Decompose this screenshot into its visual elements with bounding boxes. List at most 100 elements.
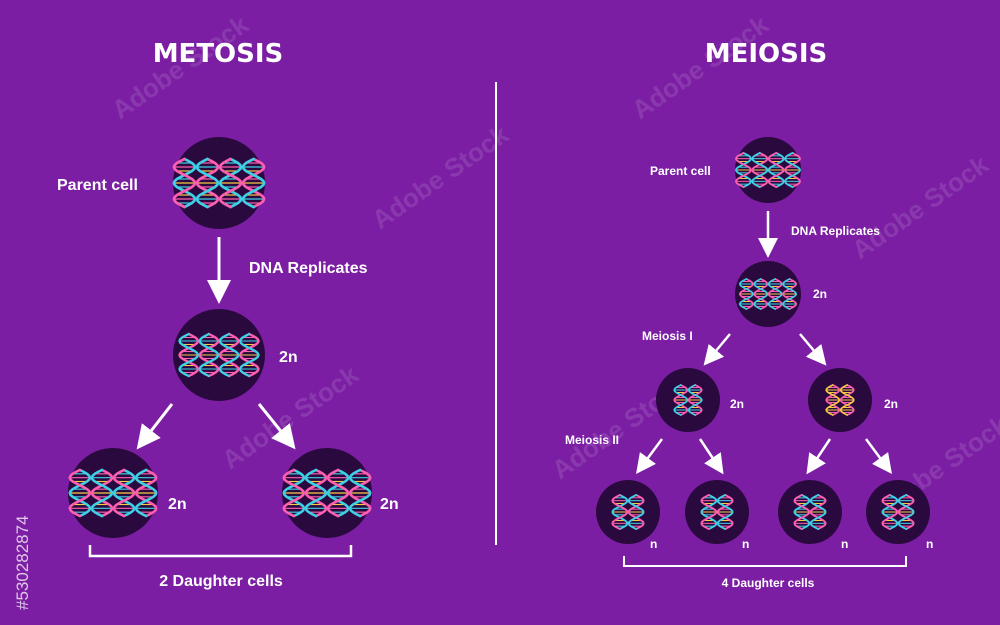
meiosis-stage1-cell-1 <box>656 368 720 432</box>
dna-backbone <box>134 468 158 518</box>
watermark-pattern: Adobe Stock Adobe Stock Adobe Stock Adob… <box>106 9 1000 525</box>
dna-backbone <box>767 152 785 188</box>
meiosis-stage2-arrow-1 <box>636 438 664 475</box>
dna-backbone <box>282 468 306 518</box>
meiosis-stage2-arrow-3 <box>806 438 832 475</box>
dna-backbone <box>687 384 703 416</box>
dna-backbone <box>238 332 260 378</box>
dna-backbone <box>238 332 260 378</box>
dna-replicated-icon <box>738 278 798 310</box>
dna-backbone <box>611 494 629 530</box>
dna-strands-icon <box>68 468 158 518</box>
meiosis-daughter-cell-1 <box>596 480 660 544</box>
dna-backbone <box>809 494 827 530</box>
mitosis-arrow-left <box>136 403 174 450</box>
dna-backbone <box>218 332 240 378</box>
meiosis-parent-label: Parent cell <box>650 164 711 178</box>
dna-backbone <box>716 494 734 530</box>
dna-backbone <box>753 278 769 310</box>
dna-strands-icon <box>734 152 802 188</box>
meiosis-daughters-label: 4 Daughter cells <box>722 576 815 590</box>
dna-backbone <box>839 384 855 416</box>
meiosis-daughter-cell-4 <box>866 480 930 544</box>
dna-backbone <box>218 157 243 209</box>
mitosis-parent-label: Parent cell <box>57 177 138 194</box>
meiosis-stage2-arrow-2 <box>698 438 724 475</box>
meiosis-daughter-ploidy-2: n <box>742 537 749 551</box>
dna-backbone <box>716 494 734 530</box>
mitosis-daughter-cell-1 <box>68 448 158 538</box>
dna-backbone <box>881 494 899 530</box>
meiosis-stage1-ploidy-2: 2n <box>884 397 898 411</box>
dna-backbone <box>751 152 769 188</box>
dna-backbone <box>881 494 899 530</box>
dna-replicated-icon <box>178 332 260 378</box>
dna-backbone <box>783 152 802 188</box>
dna-backbone <box>112 468 136 518</box>
dna-backbone <box>700 494 718 530</box>
stock-id-watermark: #530282874 <box>13 515 32 610</box>
meiosis-stage1-cell-2 <box>808 368 872 432</box>
mitosis-daughters-bracket <box>88 545 353 558</box>
meiosis-stage1-ploidy-1: 2n <box>730 397 744 411</box>
dna-backbone <box>90 468 114 518</box>
dna-backbone <box>767 278 783 310</box>
dna-backbone <box>611 494 629 530</box>
meiosis-replicated-cell <box>735 261 801 327</box>
dna-backbone <box>178 332 200 378</box>
dna-backbone <box>198 332 220 378</box>
meiosis-stage1-arrow-right <box>799 333 827 366</box>
meiosis-daughter-ploidy-4: n <box>926 537 933 551</box>
mitosis-arrow-right <box>257 403 296 450</box>
dna-backbone <box>767 278 783 310</box>
dna-backbone <box>700 494 718 530</box>
dna-backbone <box>195 157 220 209</box>
meiosis-parent-cell <box>734 137 802 203</box>
meiosis-daughter-cell-2 <box>685 480 749 544</box>
dna-backbone <box>783 152 802 188</box>
dna-backbone <box>687 384 703 416</box>
dna-backbone <box>627 494 645 530</box>
meiosis-replicated-ploidy: 2n <box>813 287 827 301</box>
dna-backbone <box>897 494 915 530</box>
dna-backbone <box>195 157 220 209</box>
dna-strands-icon <box>700 494 734 530</box>
dna-strands-icon <box>282 468 372 518</box>
dna-backbone <box>839 384 855 416</box>
dna-backbone <box>90 468 114 518</box>
dna-backbone <box>348 468 372 518</box>
dna-backbone <box>793 494 811 530</box>
dna-backbone <box>673 384 689 416</box>
meiosis-daughter-ploidy-3: n <box>841 537 848 551</box>
meiosis-title: MEIOSIS <box>705 39 828 69</box>
meiosis-stage1-arrow-left <box>703 333 731 366</box>
dna-backbone <box>134 468 158 518</box>
dna-strands-icon <box>793 494 827 530</box>
dna-replicated-icon <box>825 384 855 416</box>
mitosis-replicated-cell <box>173 309 265 401</box>
meiosis-replicate-label: DNA Replicates <box>791 224 880 238</box>
dna-backbone <box>825 384 841 416</box>
dna-backbone <box>751 152 769 188</box>
dna-backbone <box>112 468 136 518</box>
dna-backbone <box>241 157 266 209</box>
mitosis-replicate-label: DNA Replicates <box>249 260 368 277</box>
watermark-brand-4: Adobe Stock <box>846 149 994 265</box>
meiosis-daughter-cell-3 <box>778 480 842 544</box>
dna-backbone <box>809 494 827 530</box>
dna-backbone <box>825 384 841 416</box>
dna-backbone <box>782 278 798 310</box>
dna-backbone <box>673 384 689 416</box>
dna-strands-icon <box>172 157 266 209</box>
dna-backbone <box>793 494 811 530</box>
meiosis-stage2-arrow-4 <box>864 438 892 475</box>
dna-backbone <box>734 152 753 188</box>
dna-backbone <box>68 468 92 518</box>
dna-backbone <box>734 152 753 188</box>
mitosis-daughter-ploidy-2: 2n <box>380 496 399 513</box>
dna-backbone <box>738 278 754 310</box>
mitosis-parent-cell <box>172 137 266 229</box>
dna-backbone <box>172 157 197 209</box>
dna-backbone <box>304 468 328 518</box>
